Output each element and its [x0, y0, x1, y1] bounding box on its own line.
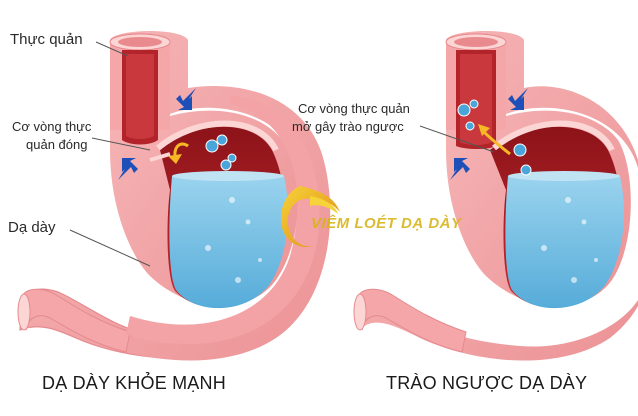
- reflux-stomach: [353, 31, 638, 361]
- sphincter-open-label-line2: mở gây trào ngược: [292, 119, 404, 134]
- healthy-stomach: [17, 31, 331, 361]
- acid-bubble-icon: [205, 134, 237, 171]
- caption-reflux: TRÀO NGƯỢC DẠ DÀY: [386, 373, 588, 393]
- logo-flame-icon: [280, 186, 340, 248]
- pressure-arrow-icon-right: [450, 88, 528, 180]
- leader-lines: [69, 41, 495, 267]
- sphincter-closed-label-line2: quản đóng: [26, 137, 88, 152]
- reflux-acid: [505, 176, 624, 309]
- caption-healthy: DẠ DÀY KHỎE MẠNH: [42, 373, 226, 393]
- sphincter-open-label-line1: Cơ vòng thực quản: [298, 101, 410, 116]
- stomach-label: Dạ dày: [8, 219, 56, 236]
- watermark-text: VIÊM LOÉT DẠ DÀY: [311, 215, 462, 232]
- esophagus-label: Thực quản: [10, 31, 83, 48]
- pressure-arrow-icon: [118, 88, 196, 180]
- healthy-acid: [169, 176, 288, 309]
- sphincter-closed-label-line1: Cơ vòng thực: [12, 119, 92, 134]
